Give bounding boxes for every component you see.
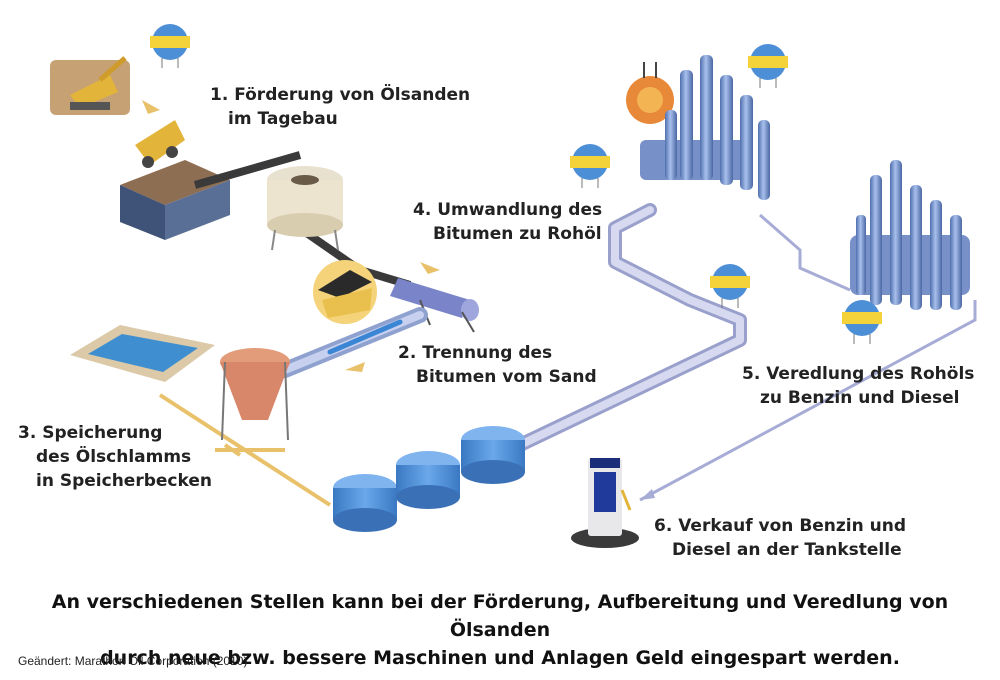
hopper-icon (220, 348, 290, 441)
step-6-label: 6. Verkauf von Benzin und Diesel an der … (654, 514, 906, 562)
crude-pipeline (513, 203, 747, 452)
sign-icon (570, 144, 610, 188)
storage-tank-icon (461, 426, 525, 484)
step-2-line1: 2. Trennung des (398, 343, 553, 363)
step-3-line2: des Ölschlamms (36, 447, 192, 467)
step-1-line1: 1. Förderung von Ölsanden (210, 85, 471, 105)
gas-pump-icon (571, 458, 639, 548)
step-4-line1: 4. Umwandlung des (413, 200, 603, 220)
step-3-line3: in Speicherbecken (36, 471, 212, 491)
caption: An verschiedenen Stellen kann bei der Fö… (0, 588, 1000, 672)
arrow-icon (142, 100, 160, 114)
storage-tank-icon (396, 451, 460, 509)
storage-tank-icon (333, 474, 397, 532)
sign-icon (150, 24, 190, 68)
arrow-icon (640, 489, 655, 500)
crusher-icon (120, 160, 230, 240)
slurry-pipe (277, 307, 428, 378)
sign-icon (842, 300, 882, 344)
arrow-icon (420, 262, 440, 274)
silo-icon (267, 166, 343, 251)
step-6-line1: 6. Verkauf von Benzin und (654, 516, 907, 536)
refinery-icon (850, 160, 970, 310)
step-2-line2: Bitumen vom Sand (416, 367, 597, 387)
step-3-line1: 3. Speicherung (18, 423, 163, 443)
excavator-icon (50, 56, 130, 115)
refinery-to-station-line (639, 300, 977, 502)
sign-icons (150, 24, 882, 344)
storage-tanks (333, 426, 525, 532)
caption-line1: An verschiedenen Stellen kann bei der Fö… (51, 591, 949, 641)
step-4-label: 4. Umwandlung des Bitumen zu Rohöl (413, 198, 602, 246)
step-3-label: 3. Speicherung des Ölschlamms in Speiche… (18, 421, 212, 493)
step-5-line1: 5. Veredlung des Rohöls (742, 364, 975, 384)
step-1-label: 1. Förderung von Ölsanden im Tagebau (210, 83, 470, 131)
step-6-line2: Diesel an der Tankstelle (672, 540, 902, 560)
sign-icon (710, 264, 750, 308)
tailings-flow-lines (158, 393, 332, 507)
upgrader-to-refinery-line (759, 213, 851, 292)
caption-line2: durch neue bzw. bessere Maschinen und An… (100, 647, 900, 669)
step-2-label: 2. Trennung des Bitumen vom Sand (398, 341, 597, 389)
bitumen-sample-icon (313, 260, 377, 324)
tailings-pond-icon (70, 325, 215, 382)
step-5-label: 5. Veredlung des Rohöls zu Benzin und Di… (742, 362, 974, 410)
dump-truck-icon (135, 120, 185, 168)
step-1-line2: im Tagebau (228, 109, 338, 129)
process-diagram (50, 24, 977, 548)
source-note: Geändert: Marathon Oil Corporation (2010… (18, 654, 248, 668)
upgrader-icon (626, 55, 770, 200)
step-4-line2: Bitumen zu Rohöl (433, 224, 602, 244)
arrow-icon (345, 362, 365, 372)
step-5-line2: zu Benzin und Diesel (760, 388, 960, 408)
sign-icon (748, 44, 788, 88)
